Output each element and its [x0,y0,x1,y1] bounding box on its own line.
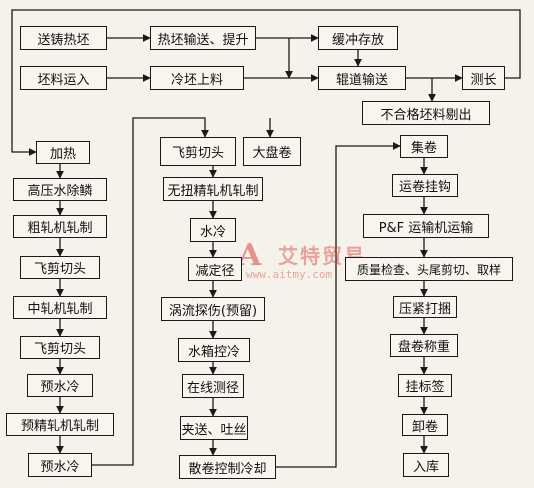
step-compress: 压紧打捆 [393,296,457,318]
step-tag: 挂标签 [398,374,452,397]
step-precool-2: 预水冷 [28,453,92,477]
step-loose-cool: 散卷控制冷却 [179,455,276,479]
step-heat: 加热 [36,141,90,164]
step-online-measure: 在线测径 [182,374,244,398]
step-rough-roll: 粗轧机轧制 [13,215,107,238]
step-inspect: 质量检查、头尾剪切、取样 [345,257,513,281]
step-casting: 送铸热坯 [20,26,107,50]
step-hot-transfer: 热坯输送、提升 [150,26,256,50]
watermark-url: www.aitmy.com [246,268,333,281]
step-shear-1: 飞剪切头 [20,256,100,279]
step-collect: 集卷 [400,135,448,158]
step-hook: 运卷挂钩 [392,174,458,197]
step-billet-in: 坯料运入 [20,66,107,90]
watermark-logo: A [238,238,262,273]
step-cold-feed: 冷坯上料 [150,66,244,90]
step-roller-table: 辊道输送 [318,66,406,90]
step-notwist-roll: 无扭精轧机轧制 [163,177,263,201]
step-store: 入库 [403,453,449,477]
step-descale: 高压水除鳞 [13,178,107,201]
step-precool-1: 预水冷 [27,374,93,397]
step-prefinish-roll: 预精轧机轧制 [6,413,114,436]
step-eddy: 涡流探伤(预留) [161,297,265,321]
step-mid-roll: 中轧机轧制 [13,296,107,319]
step-water-cool: 水冷 [190,218,236,242]
step-big-coil: 大盘卷 [243,137,301,166]
step-shear-2: 飞剪切头 [20,336,100,359]
step-water-box: 水箱控冷 [178,338,250,362]
step-pinch: 夹送、吐丝 [180,416,248,440]
step-buffer: 缓冲存放 [318,26,398,50]
step-pf-transport: P&F 运输机运输 [363,214,489,238]
step-measure: 测长 [462,66,505,90]
step-sizing: 减定径 [188,257,242,281]
step-shear-3: 飞剪切头 [160,137,236,166]
step-weigh: 盘卷称重 [390,334,458,357]
step-unload: 卸卷 [402,414,448,436]
step-reject: 不合格坯料剔出 [362,101,490,125]
